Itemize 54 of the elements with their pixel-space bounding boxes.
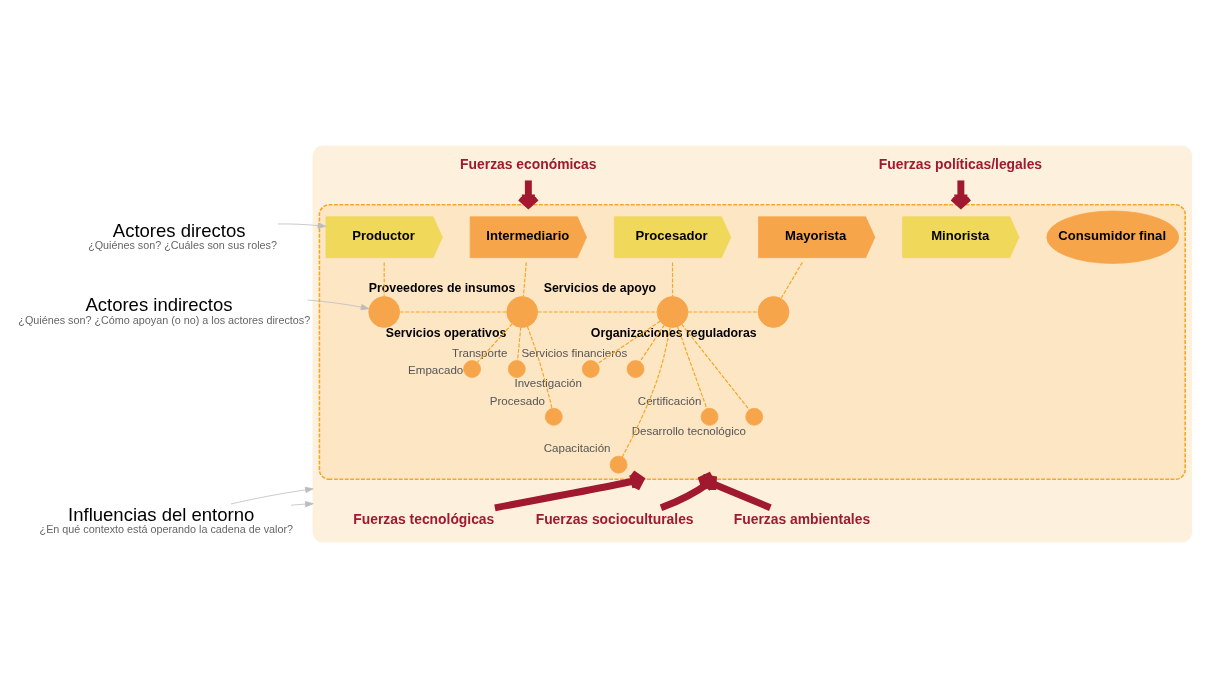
connector (676, 326, 708, 410)
node-text: Fuerzas políticas/legales (878, 155, 1043, 172)
connector (671, 261, 674, 298)
connector (780, 261, 803, 300)
arrow (307, 299, 370, 311)
node-ellipse: Consumidor final (1046, 210, 1180, 264)
node-circle (506, 296, 538, 328)
connector (537, 311, 658, 313)
node-text: Fuerzas socioculturales (535, 511, 694, 528)
node-label: Investigación (514, 376, 582, 389)
cluster (312, 145, 1193, 543)
node-circle (609, 455, 628, 474)
node-label: Procesado (489, 394, 546, 407)
connector (526, 326, 553, 410)
node-circle (700, 408, 719, 426)
arrow (494, 469, 645, 512)
node-circle (656, 296, 689, 328)
connector (522, 261, 527, 298)
connector (687, 311, 759, 313)
node-circle (463, 360, 481, 378)
arrow (277, 222, 327, 229)
connector (383, 261, 385, 298)
node-label: Desarrollo tecnológico (631, 424, 746, 437)
node-label: Capacitación (543, 442, 611, 455)
node-text: Influencias del entorno ¿En qué contexto está operando la cadena de valor? (39, 504, 294, 536)
connector (639, 324, 665, 363)
node-circle (626, 360, 645, 378)
node-circle (745, 408, 764, 426)
node-circle (757, 296, 790, 328)
connector (596, 320, 661, 365)
node-label: Proveedores de insumos (368, 280, 516, 295)
node-text: Actores indirectos ¿Quiénes son? ¿Cómo apoyan (o no) a los actores directos? (18, 294, 311, 326)
node-circle (544, 408, 563, 426)
node-text: Fuerzas ambientales (733, 511, 871, 528)
node-text: Fuerzas económicas (460, 155, 597, 172)
connector (399, 311, 508, 313)
arrow (290, 501, 314, 508)
connector (517, 326, 522, 361)
connector (621, 326, 671, 458)
node-circle (368, 296, 400, 328)
node-label: Servicios financieros (521, 346, 628, 359)
node-label: Empacado (408, 363, 464, 376)
connector (681, 323, 750, 411)
node-text: Actores directos ¿Quiénes son? ¿Cuáles son sus roles? (88, 219, 277, 251)
node-label: Organizaciones reguladoras (590, 325, 757, 340)
connector (476, 323, 513, 363)
node-label: Servicios operativos (385, 325, 507, 340)
node-label: Servicios de apoyo (543, 280, 657, 295)
node-label: Transporte (452, 346, 508, 359)
node-text: Fuerzas tecnológicas (353, 511, 495, 528)
node-label: Certificación (637, 394, 702, 407)
node-circle (581, 360, 600, 378)
arrow (230, 486, 314, 505)
node-circle (507, 360, 526, 378)
